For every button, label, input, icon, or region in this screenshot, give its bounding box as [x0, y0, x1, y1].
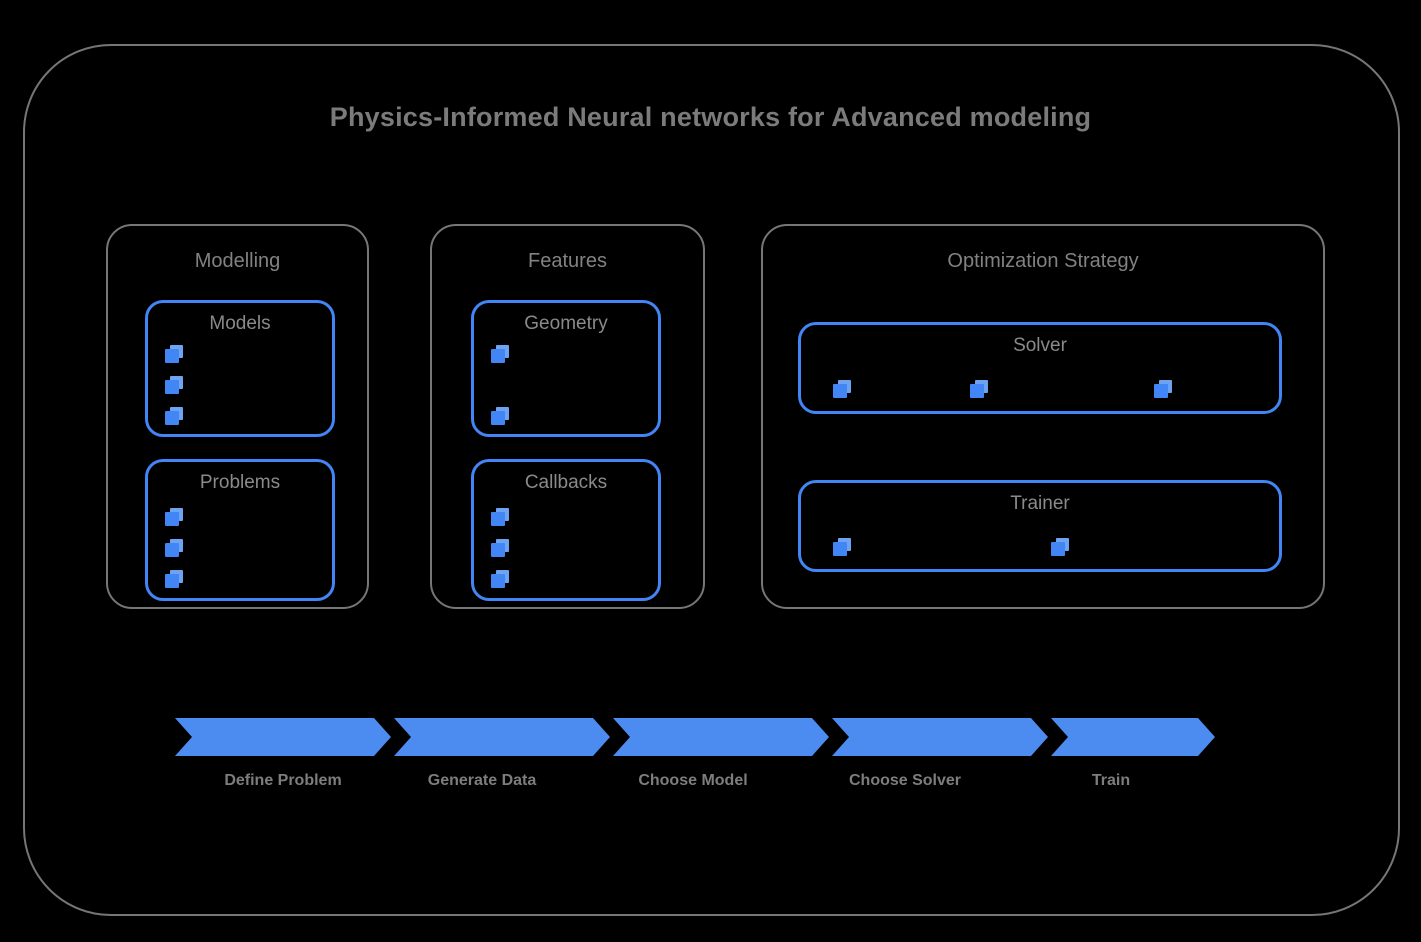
- box-title-solver: Solver: [1013, 335, 1067, 356]
- group-title-features: Features: [528, 250, 607, 272]
- stacked-cube-icon: [165, 570, 183, 588]
- box-title-callbacks: Callbacks: [524, 472, 608, 493]
- stacked-cube-icon: [1051, 538, 1069, 556]
- box-title-models: Models: [209, 313, 271, 334]
- pipeline-step-label-train: Train: [1091, 772, 1131, 789]
- page-title: Physics-Informed Neural networks for Adv…: [329, 102, 1092, 132]
- box-models[interactable]: Models: [145, 300, 335, 437]
- group-modelling: Modelling: [106, 224, 369, 609]
- box-trainer[interactable]: Trainer: [798, 480, 1282, 572]
- workflow-pipeline: [175, 718, 1215, 756]
- box-callbacks[interactable]: Callbacks: [471, 459, 661, 601]
- box-title-problems: Problems: [199, 472, 281, 493]
- group-title-optimization-strategy: Optimization Strategy: [947, 250, 1139, 272]
- stacked-cube-icon: [165, 539, 183, 557]
- pipeline-step-label-generate-data: Generate Data: [427, 772, 537, 789]
- chevron-arrow-icon[interactable]: [175, 718, 391, 756]
- stacked-cube-icon: [491, 407, 509, 425]
- group-optimization-strategy: Optimization Strategy: [761, 224, 1325, 609]
- chevron-arrow-icon[interactable]: [394, 718, 610, 756]
- stacked-cube-icon: [165, 407, 183, 425]
- chevron-arrow-icon[interactable]: [1051, 718, 1215, 756]
- stacked-cube-icon: [491, 345, 509, 363]
- stacked-cube-icon: [491, 570, 509, 588]
- chevron-arrow-icon[interactable]: [832, 718, 1048, 756]
- chevron-arrow-icon[interactable]: [613, 718, 829, 756]
- stacked-cube-icon: [1154, 380, 1172, 398]
- stacked-cube-icon: [491, 508, 509, 526]
- stacked-cube-icon: [165, 376, 183, 394]
- group-features: Features: [430, 224, 705, 609]
- stacked-cube-icon: [833, 538, 851, 556]
- box-solver[interactable]: Solver: [798, 322, 1282, 414]
- box-geometry[interactable]: Geometry: [471, 300, 661, 437]
- stacked-cube-icon: [833, 380, 851, 398]
- group-title-modelling: Modelling: [194, 250, 281, 272]
- stacked-cube-icon: [970, 380, 988, 398]
- box-title-geometry: Geometry: [524, 313, 608, 334]
- stacked-cube-icon: [165, 508, 183, 526]
- outer-container-frame: [23, 44, 1400, 916]
- stacked-cube-icon: [491, 539, 509, 557]
- stacked-cube-icon: [165, 345, 183, 363]
- box-title-trainer: Trainer: [1010, 493, 1070, 514]
- box-problems[interactable]: Problems: [145, 459, 335, 601]
- pipeline-step-label-define-problem: Define Problem: [224, 772, 342, 789]
- pipeline-step-label-choose-model: Choose Model: [638, 772, 748, 789]
- pipeline-step-label-choose-solver: Choose Solver: [848, 772, 962, 789]
